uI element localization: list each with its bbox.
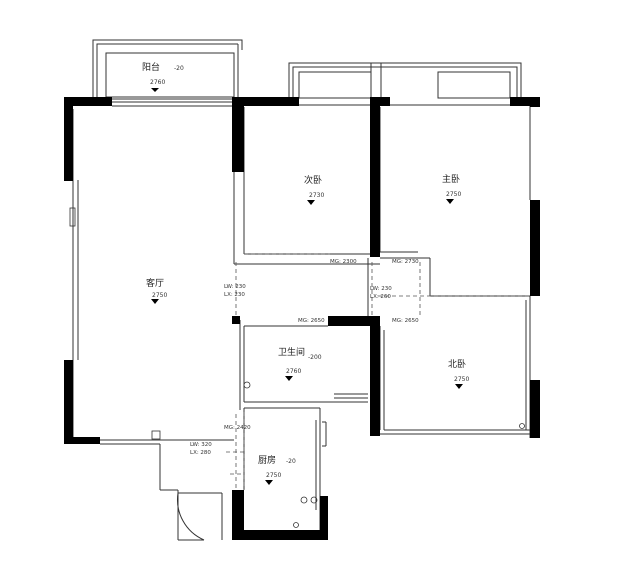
level-marker xyxy=(265,480,273,485)
second-bedroom-label: 次卧 xyxy=(304,174,322,186)
bathroom-label: 卫生间 xyxy=(278,346,305,358)
corridor-lx: LX: 230 xyxy=(224,292,245,298)
mg-bathroom: MG: 2650 xyxy=(298,318,325,324)
kitchen-label: 厨房 xyxy=(258,454,276,466)
structural-walls xyxy=(64,97,540,540)
kitchen-offset: -20 xyxy=(286,458,296,465)
kitchen-height: 2750 xyxy=(266,472,281,479)
kitchen-lx: LX: 280 xyxy=(190,450,211,456)
living-room-height: 2750 xyxy=(152,292,167,299)
fixtures xyxy=(69,207,525,528)
balcony-railing xyxy=(92,39,243,98)
master-bedroom-label: 主卧 xyxy=(442,173,460,185)
living-room-label: 客厅 xyxy=(146,277,164,289)
bathroom-height: 2760 xyxy=(286,368,301,375)
entrance-door xyxy=(177,492,205,541)
kitchen-lw: LW: 320 xyxy=(190,442,212,448)
balcony-height: 2760 xyxy=(150,79,165,86)
bathroom-offset: -200 xyxy=(308,354,322,361)
level-marker xyxy=(151,299,159,304)
hall-lw: LW: 230 xyxy=(370,286,392,292)
balcony-label: 阳台 xyxy=(142,61,160,73)
level-marker xyxy=(455,384,463,389)
bedroom-balcony-railing xyxy=(288,62,522,99)
level-marker xyxy=(307,200,315,205)
balcony-offset: -20 xyxy=(174,65,184,72)
level-marker xyxy=(285,376,293,381)
mg-master-bedroom: MG: 2730 xyxy=(392,259,419,265)
mg-second-bedroom: MG: 2300 xyxy=(330,259,357,265)
north-bedroom-label: 北卧 xyxy=(448,358,466,370)
second-bedroom-height: 2730 xyxy=(309,192,324,199)
mg-kitchen: MG: 2420 xyxy=(224,425,251,431)
master-bedroom-height: 2750 xyxy=(446,191,461,198)
mg-north-bedroom: MG: 2650 xyxy=(392,318,419,324)
north-bedroom-height: 2750 xyxy=(454,376,469,383)
corridor-lw: LW: 230 xyxy=(224,284,246,290)
level-marker xyxy=(446,199,454,204)
level-marker xyxy=(151,88,159,92)
hall-lx: LX: 260 xyxy=(370,294,391,300)
opening-lines xyxy=(226,253,530,490)
